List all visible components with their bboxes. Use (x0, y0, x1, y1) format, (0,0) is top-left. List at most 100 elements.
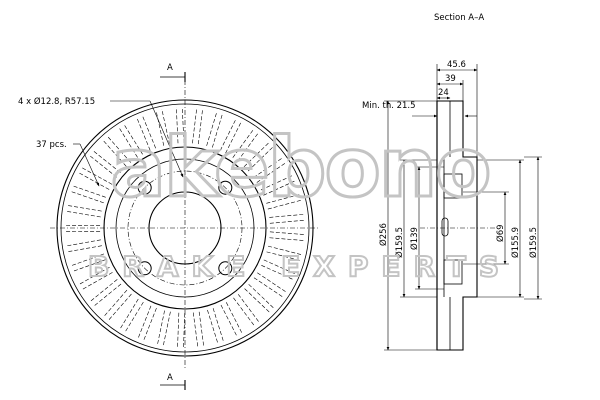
dim-159-5-left: Ø159.5 (394, 227, 405, 258)
dim-69: Ø69 (495, 224, 506, 242)
vane-line-12-1 (119, 298, 139, 330)
vane-line-32-0 (243, 141, 271, 167)
bolt-hole-0 (218, 180, 233, 195)
vane-line-35-0 (266, 193, 302, 204)
vane-line-1-0 (267, 245, 304, 256)
front-view: A A 4 x Ø12.8, R57.15 37 pcs. (18, 63, 320, 390)
cooling-vanes (64, 107, 306, 350)
vane-line-15-1 (78, 266, 110, 286)
vane-line-17-0 (66, 245, 102, 253)
section-view: Section A–A 45.6 39 24 Min. th. 21.5 Ø25… (362, 13, 542, 351)
vane-line-8-1 (192, 312, 199, 349)
vane-line-33-0 (253, 157, 284, 178)
vane-line-16-1 (70, 253, 105, 267)
vane-line-27-0 (176, 107, 179, 144)
vane-line-13-1 (103, 289, 128, 318)
vane-line-24-0 (118, 126, 138, 158)
vane-line-6-1 (220, 304, 238, 338)
vane-line-32-1 (247, 145, 275, 172)
vane-line-14-1 (89, 279, 118, 303)
bolt-hole-callout: 4 x Ø12.8, R57.15 (18, 96, 95, 107)
vane-line-36-1 (269, 219, 306, 224)
vane-line-31-0 (232, 128, 255, 158)
section-marker-top-label: A (167, 63, 173, 73)
vane-line-3-1 (253, 277, 285, 298)
vane-count-callout: 37 pcs. (36, 140, 67, 150)
section-marker-bottom-label: A (167, 373, 173, 383)
vane-line-11-1 (137, 305, 152, 340)
vane-line-19-0 (65, 210, 101, 218)
vane-line-34-1 (263, 180, 297, 196)
section-stud-slot-2 (441, 217, 449, 237)
vane-line-31-1 (237, 131, 260, 162)
vane-line-0-1 (269, 237, 306, 241)
vane-line-21-1 (80, 166, 113, 185)
bolt-holes (137, 180, 233, 276)
vane-line-27-1 (181, 107, 185, 144)
vane-line-23-0 (102, 139, 127, 167)
vane-line-7-1 (207, 309, 219, 345)
vane-line-24-1 (123, 123, 143, 155)
vane-line-12-0 (124, 301, 144, 334)
vane-line-17-1 (65, 239, 101, 247)
vane-line-29-1 (212, 112, 223, 148)
vane-line-6-0 (226, 302, 243, 335)
vane-line-29-0 (206, 111, 218, 146)
vane-line-8-0 (198, 311, 205, 348)
vane-line-10-0 (162, 311, 171, 348)
vane-line-5-0 (237, 294, 261, 324)
vane-line-30-1 (225, 120, 242, 154)
vane-line-13-0 (107, 293, 132, 322)
vane-line-19-1 (66, 204, 102, 212)
vane-line-28-1 (198, 108, 204, 145)
vane-line-9-1 (177, 312, 180, 349)
vane-line-3-0 (257, 272, 288, 294)
vane-line-21-0 (77, 171, 110, 190)
vane-line-36-0 (269, 213, 306, 218)
vane-line-34-0 (260, 174, 294, 191)
dim-45-6: 45.6 (447, 60, 466, 70)
dim-155-9: Ø155.9 (510, 227, 521, 258)
section-stud-slot-1 (443, 173, 463, 199)
bolt-hole-leader-b (149, 100, 184, 178)
vane-line-33-1 (256, 161, 287, 183)
bolt-hole-2 (137, 261, 152, 276)
vane-line-20-0 (69, 190, 104, 204)
vane-line-35-1 (267, 199, 303, 210)
vane-leader-b (79, 143, 100, 187)
watermark-tagline: BRAKE EXPERTS (88, 250, 512, 283)
vane-line-30-0 (219, 118, 237, 151)
dim-139: Ø139 (409, 227, 420, 250)
vane-line-23-1 (106, 135, 132, 163)
vane-line-22-1 (92, 149, 121, 173)
vane-line-25-0 (136, 116, 151, 151)
vane-line-5-1 (233, 297, 256, 327)
vane-line-1-1 (266, 251, 302, 262)
bolt-hole-1 (218, 261, 233, 276)
vane-line-20-1 (71, 185, 106, 198)
vane-line-9-0 (183, 312, 186, 350)
vane-line-26-1 (161, 109, 170, 145)
vane-line-15-0 (81, 272, 113, 291)
vane-line-22-0 (88, 154, 117, 178)
section-stud-slot-3 (443, 259, 463, 285)
vane-line-26-0 (155, 110, 165, 146)
vane-line-2-0 (263, 259, 297, 275)
vane-line-16-0 (72, 259, 107, 272)
bolt-hole-3 (137, 180, 152, 195)
vane-line-0-0 (269, 231, 306, 236)
brand-watermark: akebono BRAKE EXPERTS (87, 120, 512, 285)
vane-line-7-0 (212, 308, 225, 343)
vane-line-4-0 (248, 284, 275, 310)
dim-24: 24 (438, 88, 449, 98)
vane-line-25-1 (141, 114, 156, 149)
section-title: Section A–A (434, 13, 484, 23)
vane-line-14-0 (92, 283, 122, 307)
dim-39: 39 (445, 74, 456, 84)
dim-159-5-right: Ø159.5 (528, 227, 539, 258)
watermark-brand: akebono (110, 121, 489, 216)
dim-256: Ø256 (378, 223, 389, 246)
vane-line-10-1 (156, 310, 165, 346)
vane-line-11-0 (142, 307, 157, 342)
